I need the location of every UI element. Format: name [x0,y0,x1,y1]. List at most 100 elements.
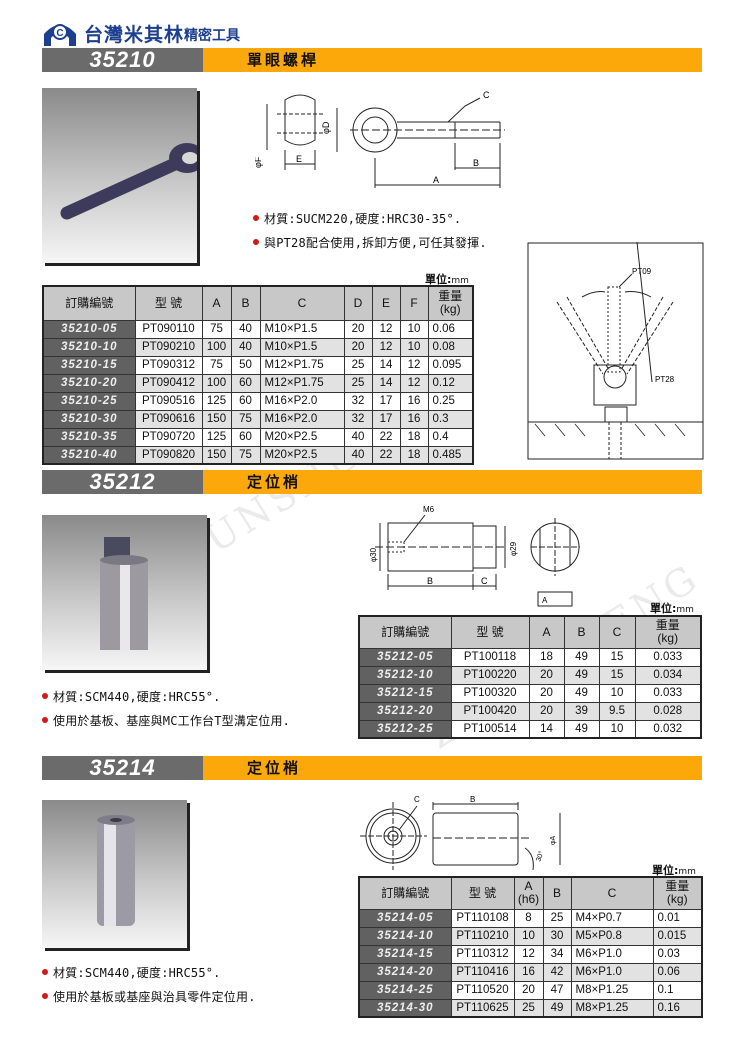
dim-label-b: B [427,576,433,586]
order-number-cell: 35210-15 [42,355,136,375]
locating-pin-drawing-35212: M6 φ30 φ29 B C A [369,505,580,607]
table-cell: 0.015 [652,926,703,946]
section-header-35212: 35212 定位梢 [42,470,702,494]
table-cell: PT090312 [134,355,203,375]
table-cell: 40 [230,319,261,339]
dim-label-b: B [470,795,475,804]
table-cell: 32 [343,409,373,429]
brand-name: 台灣米其林 [84,24,185,46]
product-photo-eye-bolt [42,88,205,263]
label-pt09: PT09 [632,267,652,276]
locating-pin-image [97,815,135,926]
bullet-icon [42,693,48,699]
table-cell: 100 [201,373,232,393]
table-cell: 0.06 [427,319,474,339]
table-cell: 16 [513,962,544,982]
table-cell: M10×P1.5 [259,337,345,357]
locating-pin-image [100,537,148,650]
table-cell: 18 [399,445,429,465]
table-cell: 100 [201,337,232,357]
product-photo-locating-pin-35212 [42,515,207,670]
table-cell: PT090616 [134,409,203,429]
dim-label-c: C [414,795,420,804]
table-cell: M6×P1.0 [570,944,654,964]
table-cell: 10 [399,319,429,339]
order-number-cell: 35212-15 [358,683,452,703]
table-cell: 75 [201,355,232,375]
table-cell: 0.08 [427,337,474,357]
dim-label-d: φD [321,121,331,134]
table-cell: 25 [343,355,373,375]
svg-text:C: C [56,28,63,39]
table-cell: 0.095 [427,355,474,375]
table-cell: 34 [542,944,572,964]
table-cell: M12×P1.75 [259,373,345,393]
table-cell: 15 [598,647,636,667]
table-cell: 49 [563,719,600,739]
table-cell: 17 [371,391,401,411]
eye-bolt-drawing: C φD φF E B A [255,90,505,188]
table-cell: 22 [371,445,401,465]
order-number-cell: 35210-10 [42,337,136,357]
order-number-cell: 35210-25 [42,391,136,411]
table-cell: 125 [201,427,232,447]
table-cell: 0.12 [427,373,474,393]
table-cell: 20 [343,319,373,339]
order-number-cell: 35212-25 [358,719,452,739]
table-cell: 49 [563,683,600,703]
table-cell: 39 [563,701,600,721]
table-cell: M6×P1.0 [570,962,654,982]
table-cell: PT090820 [134,445,203,465]
table-cell: 125 [201,391,232,411]
dim-label-a: A [433,175,439,185]
locating-pin-drawing-35214: C B φA 30° [360,795,561,870]
table-cell: 0.16 [652,998,703,1018]
table-cell: 0.03 [652,944,703,964]
unit-label: 單位:mm [425,273,469,286]
table-cell: 0.3 [427,409,474,429]
dim-label-a: A [542,596,548,605]
bullet-icon [253,215,259,221]
table-cell: M20×P2.5 [259,445,345,465]
table-cell: 17 [371,409,401,429]
table-cell: 40 [230,337,261,357]
table-cell: 10 [513,926,544,946]
table-cell: 16 [399,409,429,429]
table-cell: 12 [513,944,544,964]
table-cell: 0.01 [652,908,703,928]
table-cell: PT110520 [450,980,515,1000]
table-cell: PT100514 [450,719,530,739]
dim-label-a: φA [550,835,557,845]
order-number-cell: 35212-20 [358,701,452,721]
spec-note: 材質:SCM440,硬度:HRC55°. [42,686,290,706]
table-cell: 22 [371,427,401,447]
order-number-cell: 35212-05 [358,647,452,667]
section-title: 定位梢 [203,756,702,780]
section-header-35214: 35214 定位梢 [42,756,702,780]
table-cell: M12×P1.75 [259,355,345,375]
table-cell: M16×P2.0 [259,409,345,429]
table-cell: 25 [542,908,572,928]
order-number-cell: 35210-05 [42,319,136,339]
brand-subtitle: 精密工具 [184,28,241,44]
table-cell: PT110625 [450,998,515,1018]
table-cell: PT110312 [450,944,515,964]
table-cell: 0.033 [634,647,702,667]
table-cell: PT100420 [450,701,530,721]
table-cell: PT090110 [134,319,203,339]
table-cell: 10 [399,337,429,357]
